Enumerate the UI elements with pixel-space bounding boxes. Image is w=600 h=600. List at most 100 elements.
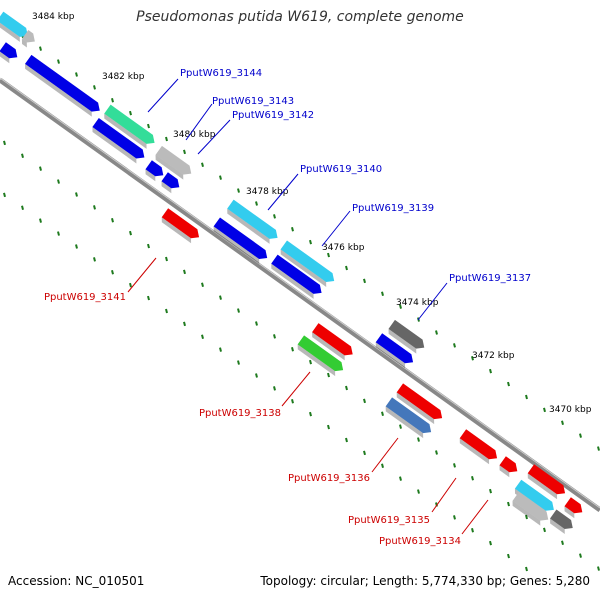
- scale-tick-mark: [39, 46, 42, 51]
- leader-line: [197, 119, 231, 155]
- gene-feature[interactable]: [153, 145, 195, 181]
- gene-feature[interactable]: [386, 319, 428, 355]
- scale-tick-mark: [273, 334, 276, 339]
- gene-feature[interactable]: [0, 11, 31, 44]
- gene-arrow[interactable]: [375, 333, 417, 366]
- gene-arrow[interactable]: [227, 199, 281, 243]
- gene-feature[interactable]: [457, 429, 500, 466]
- gene-feature[interactable]: [143, 160, 166, 183]
- leader-line: [127, 257, 157, 293]
- gene-arrow[interactable]: [514, 479, 557, 515]
- gene-label-3140[interactable]: PputW619_3140: [300, 164, 382, 175]
- gene-arrow[interactable]: [459, 429, 501, 462]
- gene-features: [0, 11, 585, 536]
- scale-tick-mark: [111, 218, 114, 223]
- gene-feature[interactable]: [225, 199, 281, 246]
- gene-arrow[interactable]: [396, 383, 446, 422]
- gene-feature[interactable]: [90, 118, 148, 165]
- gene-arrow[interactable]: [271, 254, 325, 298]
- tick-label-3474: 3474 kbp: [396, 298, 439, 308]
- gene-arrow[interactable]: [550, 509, 576, 533]
- gene-arrow[interactable]: [213, 217, 271, 262]
- scale-tick-mark: [147, 295, 150, 301]
- scale-tick-mark: [597, 566, 600, 571]
- scale-tick-mark: [183, 149, 186, 155]
- scale-tick-mark: [165, 256, 168, 262]
- scale-tick-mark: [345, 265, 348, 271]
- gene-label-3143[interactable]: PputW619_3143: [212, 96, 294, 107]
- gene-feature[interactable]: [23, 54, 103, 118]
- scale-tick-mark: [561, 420, 564, 426]
- gene-label-3137[interactable]: PputW619_3137: [449, 273, 531, 284]
- scale-tick-mark: [129, 282, 132, 288]
- gene-feature[interactable]: [383, 397, 434, 439]
- gene-arrow[interactable]: [25, 54, 103, 115]
- gene-feature[interactable]: [394, 383, 445, 425]
- scale-tick-mark: [291, 227, 294, 232]
- gene-arrow[interactable]: [512, 491, 552, 524]
- scale-tick-mark: [489, 540, 492, 546]
- gene-feature[interactable]: [295, 335, 346, 377]
- gene-feature[interactable]: [0, 42, 21, 65]
- leader-line: [431, 477, 457, 513]
- scale-tick-mark: [201, 334, 204, 340]
- scale-tick-mark: [327, 252, 330, 258]
- gene-arrow[interactable]: [0, 11, 31, 41]
- gene-arrow[interactable]: [388, 319, 428, 352]
- gene-feature[interactable]: [102, 104, 158, 151]
- scale-tick-mark: [237, 360, 240, 365]
- gene-feature[interactable]: [269, 254, 325, 301]
- gene-arrow-shade: [459, 438, 490, 465]
- gene-arrow[interactable]: [161, 208, 203, 241]
- gene-feature[interactable]: [373, 333, 416, 370]
- gene-feature[interactable]: [159, 208, 202, 245]
- scale-tick-mark: [93, 257, 96, 262]
- scale-tick-mark: [3, 140, 6, 146]
- gene-label-3138[interactable]: PputW619_3138: [199, 408, 281, 419]
- gene-arrow[interactable]: [21, 30, 38, 46]
- tick-label-3484: 3484 kbp: [32, 12, 75, 22]
- gene-arrow[interactable]: [0, 42, 21, 61]
- tick-label-3472: 3472 kbp: [472, 351, 515, 361]
- gene-arrow[interactable]: [161, 172, 182, 191]
- gene-feature[interactable]: [278, 240, 337, 288]
- scale-tick-mark: [255, 373, 258, 378]
- scale-tick-mark: [309, 359, 312, 365]
- gene-arrow[interactable]: [155, 145, 195, 178]
- gene-arrow[interactable]: [385, 397, 435, 436]
- gene-feature[interactable]: [310, 323, 356, 362]
- gene-label-3139[interactable]: PputW619_3139: [352, 203, 434, 214]
- tick-label-3476: 3476 kbp: [322, 243, 365, 253]
- gene-arrow[interactable]: [499, 456, 520, 475]
- gene-arrow[interactable]: [280, 240, 338, 285]
- gene-feature[interactable]: [562, 497, 585, 520]
- leader-line: [321, 210, 351, 247]
- gene-arrow[interactable]: [527, 464, 569, 497]
- scale-tick-mark: [219, 175, 222, 180]
- leader-line: [461, 499, 489, 535]
- gene-feature[interactable]: [525, 464, 568, 501]
- gene-feature[interactable]: [497, 456, 520, 479]
- gene-label-3136[interactable]: PputW619_3136: [288, 473, 370, 484]
- scale-tick-mark: [327, 424, 330, 430]
- gene-label-3135[interactable]: PputW619_3135: [348, 515, 430, 526]
- gene-arrow[interactable]: [297, 335, 347, 374]
- leader-line: [281, 371, 311, 407]
- gene-label-3144[interactable]: PputW619_3144: [180, 68, 262, 79]
- gene-arrow[interactable]: [104, 104, 158, 148]
- gene-feature[interactable]: [548, 509, 576, 536]
- scale-tick-mark: [363, 278, 366, 284]
- gene-label-3142[interactable]: PputW619_3142: [232, 110, 314, 121]
- gene-label-3134[interactable]: PputW619_3134: [379, 536, 461, 547]
- gene-arrow[interactable]: [564, 497, 585, 516]
- gene-feature[interactable]: [159, 172, 182, 195]
- gene-arrow[interactable]: [312, 323, 356, 359]
- gene-label-3141[interactable]: PputW619_3141: [44, 292, 126, 303]
- gene-feature[interactable]: [510, 491, 552, 527]
- scale-tick-mark: [309, 239, 312, 245]
- scale-tick-mark: [579, 433, 582, 438]
- gene-feature[interactable]: [211, 217, 270, 265]
- gene-arrow[interactable]: [92, 118, 147, 162]
- gene-feature[interactable]: [20, 30, 38, 49]
- gene-arrow[interactable]: [145, 160, 166, 179]
